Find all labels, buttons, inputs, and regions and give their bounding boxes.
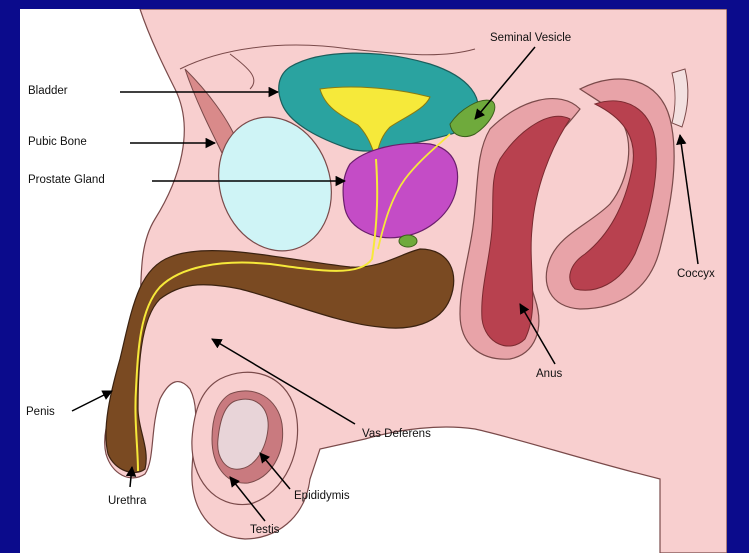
label-epididymis: Epididymis <box>294 491 350 503</box>
label-seminal-vesicle: Seminal Vesicle <box>490 33 571 45</box>
label-prostate-gland: Prostate Gland <box>28 175 105 187</box>
label-anus: Anus <box>536 369 562 381</box>
label-pubic-bone: Pubic Bone <box>28 137 87 149</box>
label-vas-deferens: Vas Deferens <box>362 429 431 441</box>
label-testis: Testis <box>250 525 279 537</box>
label-coccyx: Coccyx <box>677 269 715 281</box>
label-penis: Penis <box>26 407 55 419</box>
anatomy-diagram: Bladder Pubic Bone Prostate Gland Semina… <box>20 9 727 553</box>
anatomy-illustration <box>20 9 727 553</box>
label-bladder: Bladder <box>28 86 68 98</box>
label-urethra: Urethra <box>108 496 146 508</box>
